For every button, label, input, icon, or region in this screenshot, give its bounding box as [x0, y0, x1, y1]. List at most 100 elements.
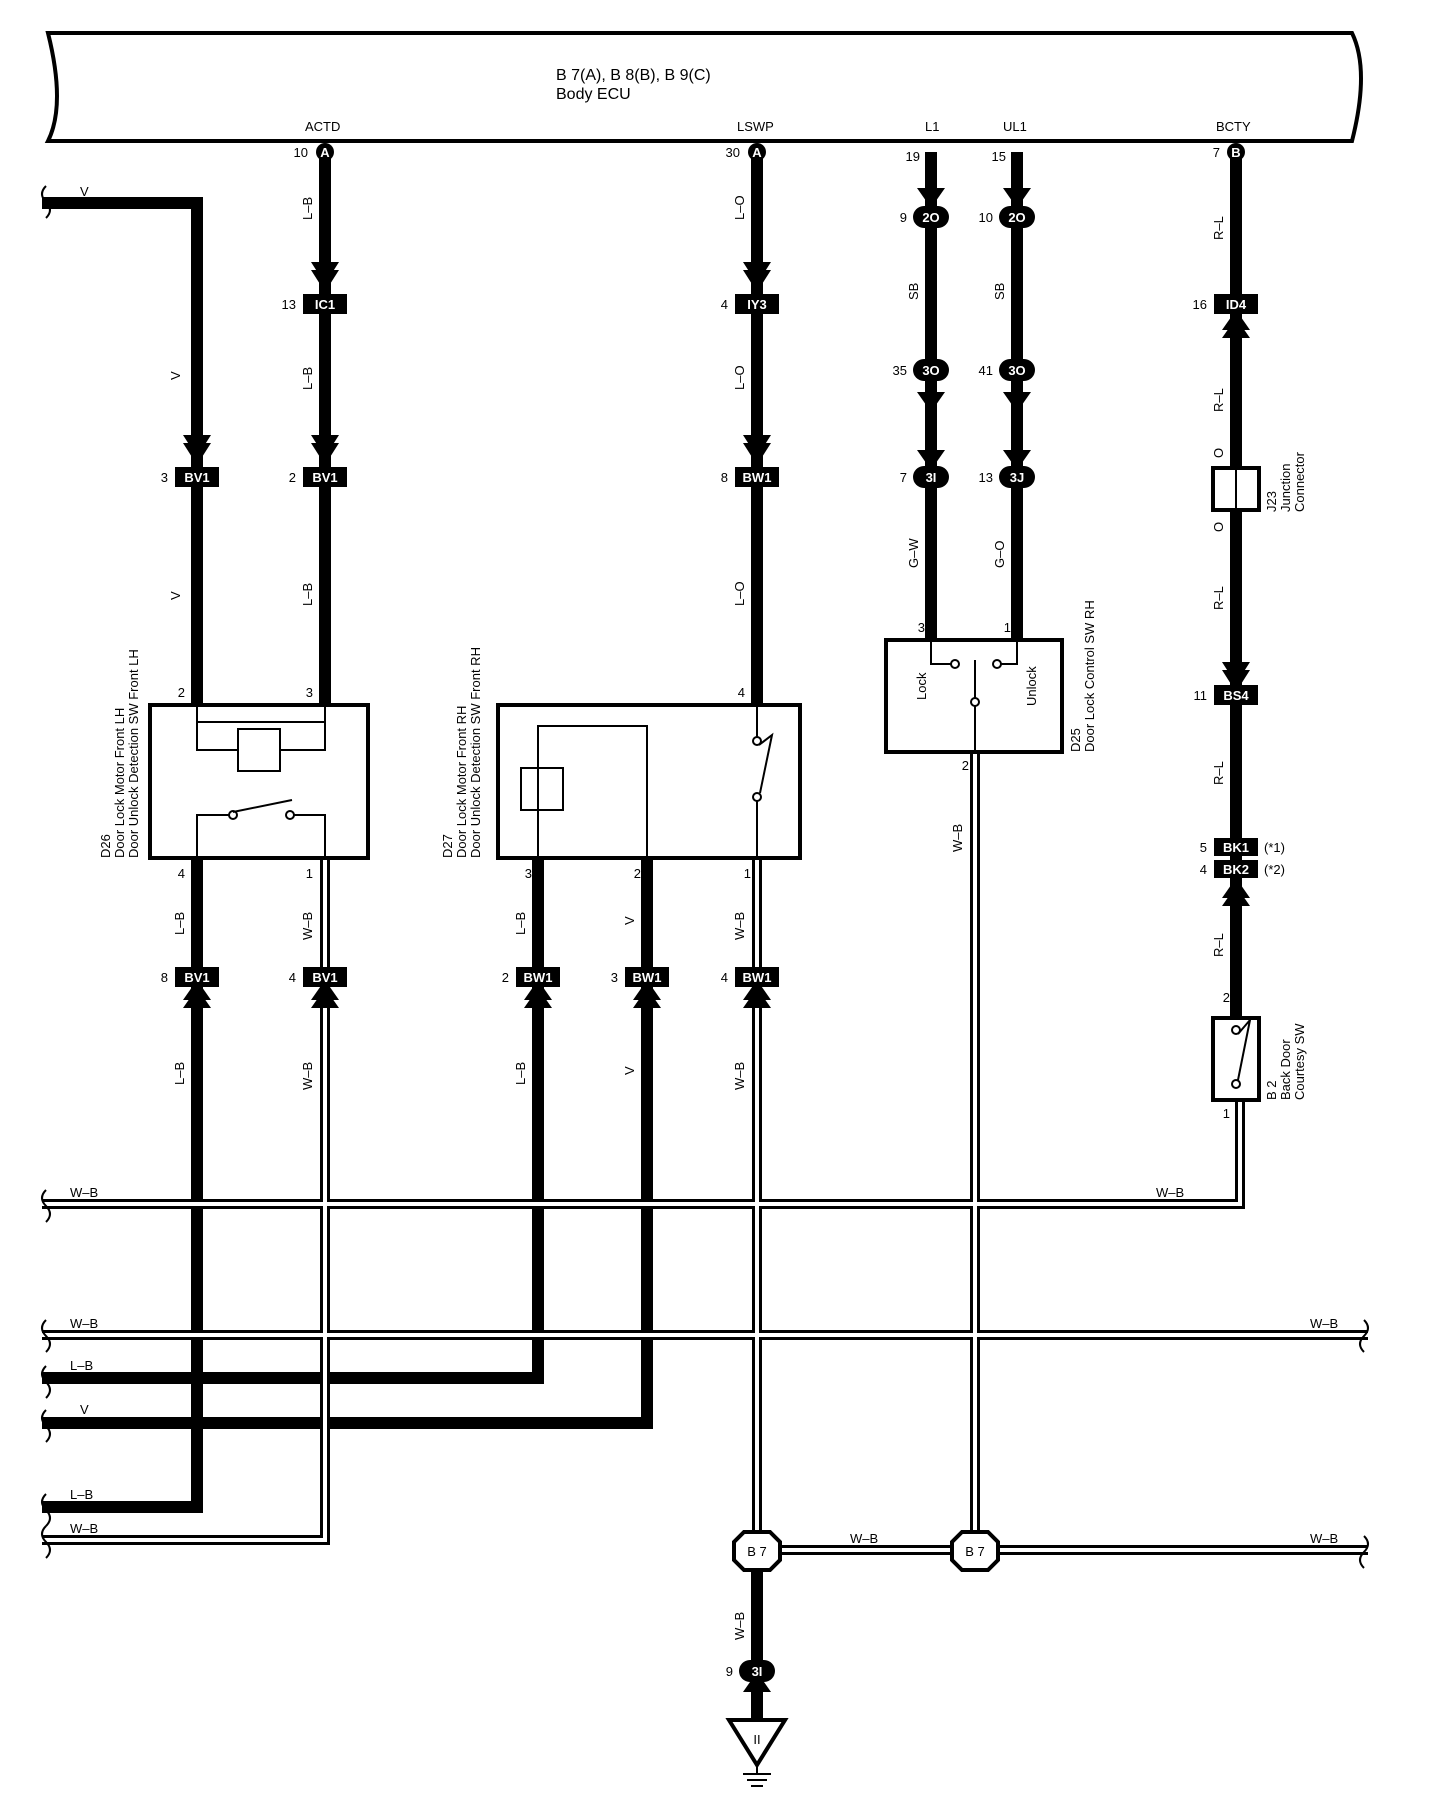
d26-pin-4: 4	[178, 866, 185, 881]
conn-bk2-note: (*2)	[1264, 862, 1285, 877]
wl-lb-5: L–B	[513, 912, 528, 935]
conn-bk1-id: BK1	[1223, 840, 1249, 855]
j23-line1: Junction	[1278, 464, 1293, 512]
wl-lb-h2: L–B	[70, 1487, 93, 1502]
conn-bw1-c-id: BW1	[633, 970, 662, 985]
wl-lo-1: L–O	[732, 195, 747, 220]
wl-wb-4: W–B	[732, 1062, 747, 1090]
conn-bv1-a-id: BV1	[184, 470, 209, 485]
wl-wb-h5: W–B	[70, 1521, 98, 1536]
conn-bv1-b-id: BV1	[312, 470, 337, 485]
d27-pin-2: 2	[634, 866, 641, 881]
d26-pin-3: 3	[306, 685, 313, 700]
d26-line1: Door Lock Motor Front LH	[112, 708, 127, 858]
ground-b7-a: B 7	[747, 1544, 767, 1559]
oval-connectors: 2O 9 2O 10 3O 35 3O 41 3I 7 3J 13 3I 9	[726, 206, 1035, 1682]
wl-sb-2: SB	[992, 283, 1007, 300]
wl-lb-3: L–B	[300, 583, 315, 606]
double-wires	[42, 752, 1368, 1560]
signal-actd: ACTD	[305, 119, 340, 134]
wl-wb-6: W–B	[732, 1612, 747, 1640]
ecu-pins: A 10 A 30 19 15 B 7	[294, 143, 1245, 164]
ecu-pin-ul1-num: 15	[992, 149, 1006, 164]
b2-line2: Courtesy SW	[1292, 1023, 1307, 1100]
d25-pin-3: 3	[918, 620, 925, 635]
wl-lo-3: L–O	[732, 581, 747, 606]
conn-3j-u-id: 3J	[1010, 470, 1024, 485]
conn-bw1-d-id: BW1	[743, 970, 772, 985]
b2-pin-2: 2	[1223, 990, 1230, 1005]
wl-rl-1: R–L	[1211, 216, 1226, 240]
d25-line1: Door Lock Control SW RH	[1082, 600, 1097, 752]
d25-pin-1: 1	[1004, 620, 1011, 635]
b2-pin-1: 1	[1223, 1106, 1230, 1121]
d27-ref: D27	[440, 834, 455, 858]
inline-connectors: IC1 13 IY3 4 ID4 16 BV1 3 BV1 2 BW1 8 BS…	[161, 294, 1285, 987]
wl-lb-1: L–B	[300, 197, 315, 220]
d25-lock: Lock	[914, 672, 929, 700]
component-j23: J23 Junction Connector	[1211, 451, 1307, 512]
wire-break-marks	[41, 185, 1369, 1569]
signal-lswp: LSWP	[737, 119, 774, 134]
conn-3o-u-pin: 41	[979, 363, 993, 378]
component-d25: Lock Unlock 3 1 2 D25 Door Lock Control …	[884, 600, 1097, 773]
conn-bs4-pin: 11	[1194, 688, 1208, 703]
conn-2o-l-id: 2O	[922, 210, 939, 225]
wl-wb-1: W–B	[300, 912, 315, 940]
conn-bw1-a-pin: 8	[721, 470, 728, 485]
signal-l1: L1	[925, 119, 939, 134]
wl-wb-h4: W–B	[1310, 1316, 1338, 1331]
d25-pin-2: 2	[962, 758, 969, 773]
wl-lb-7: L–B	[513, 1062, 528, 1085]
conn-bk2-id: BK2	[1223, 862, 1249, 877]
wl-rl-5: R–L	[1211, 933, 1226, 957]
wl-wb-h6: W–B	[850, 1531, 878, 1546]
conn-id4-id: ID4	[1226, 297, 1247, 312]
d27-line1: Door Lock Motor Front RH	[454, 706, 469, 858]
wl-v-1: V	[168, 371, 183, 380]
conn-2o-u-pin: 10	[979, 210, 993, 225]
conn-iy3-pin: 4	[721, 297, 728, 312]
conn-bv1-c-pin: 8	[161, 970, 168, 985]
ground-b7-b: B 7	[965, 1544, 985, 1559]
j23-line2: Connector	[1292, 451, 1307, 512]
wl-rl-2: R–L	[1211, 388, 1226, 412]
ecu-pin-lswp-num: 30	[726, 145, 740, 160]
wl-wb-h7: W–B	[1310, 1531, 1338, 1546]
wl-wb-2: W–B	[732, 912, 747, 940]
conn-id4-pin: 16	[1193, 297, 1207, 312]
conn-iy3-id: IY3	[747, 297, 767, 312]
d27-pin-1: 1	[744, 866, 751, 881]
b2-ref: B 2	[1264, 1080, 1279, 1100]
wl-lb-h1: L–B	[70, 1358, 93, 1373]
ground-points: B 7 B 7	[732, 1530, 1000, 1572]
d27-line2: Door Unlock Detection SW Front RH	[468, 647, 483, 858]
wl-wb-h3: W–B	[70, 1316, 98, 1331]
d26-pin-2: 2	[178, 685, 185, 700]
wl-lb-2: L–B	[300, 367, 315, 390]
d25-unlock: Unlock	[1024, 666, 1039, 706]
wl-lb-4: L–B	[172, 912, 187, 935]
wl-v-2: V	[168, 591, 183, 600]
ground-symbol-label: II	[753, 1732, 760, 1747]
component-d27: 4 3 2 1 D27 Door Lock Motor Front RH Doo…	[440, 647, 802, 881]
wl-sb-1: SB	[906, 283, 921, 300]
conn-bw1-b-id: BW1	[524, 970, 553, 985]
ecu-pin-actd-conn: A	[320, 145, 330, 160]
wl-v-3: V	[622, 916, 637, 925]
d27-pin-3: 3	[525, 866, 532, 881]
conn-ic1-id: IC1	[315, 297, 335, 312]
conn-ic1-pin: 13	[282, 297, 296, 312]
conn-bw1-b-pin: 2	[502, 970, 509, 985]
conn-3o-l-id: 3O	[922, 363, 939, 378]
conn-3i-g-pin: 9	[726, 1664, 733, 1679]
conn-bk1-note: (*1)	[1264, 840, 1285, 855]
wl-o-2: O	[1211, 522, 1226, 532]
wl-gw: G–W	[906, 538, 921, 568]
component-b2: 2 1 B 2 Back Door Courtesy SW	[1211, 990, 1307, 1121]
conn-bv1-d-id: BV1	[312, 970, 337, 985]
d26-line2: Door Unlock Detection SW Front LH	[126, 649, 141, 858]
wl-wb-5: W–B	[950, 824, 965, 852]
